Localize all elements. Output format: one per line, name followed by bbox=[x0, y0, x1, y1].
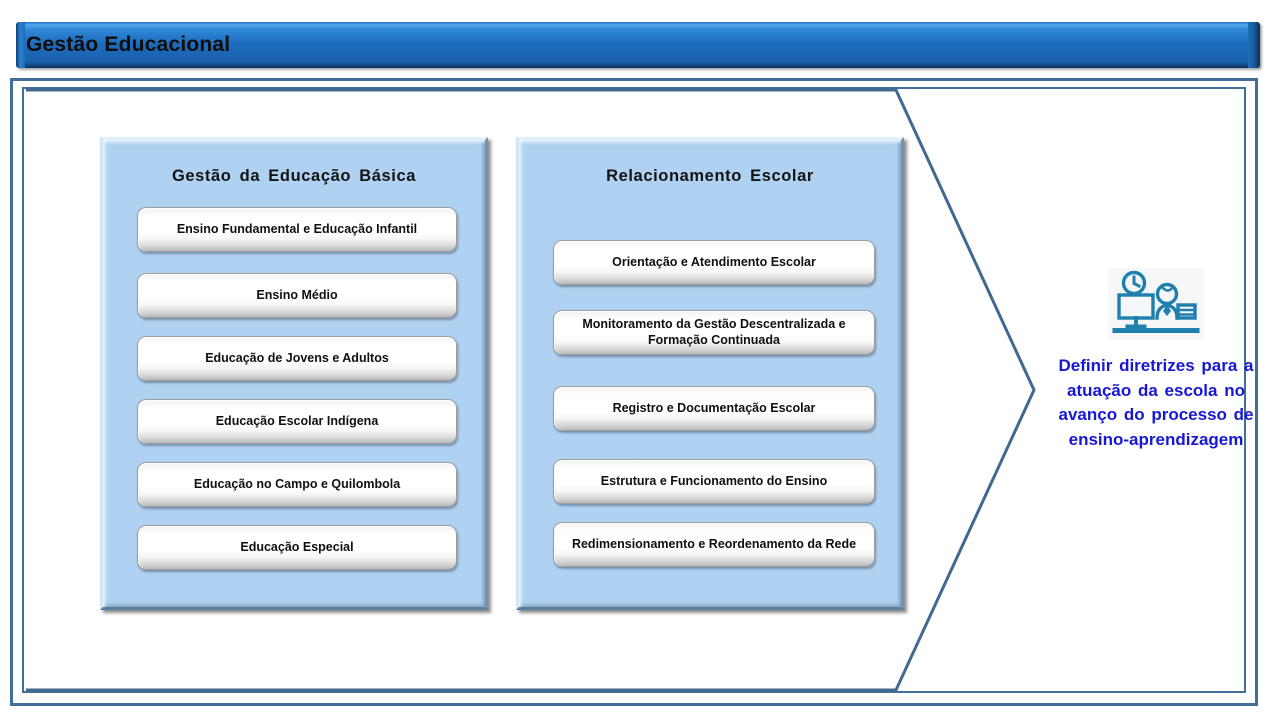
callout-text: Definir diretrizes para a atuação da esc… bbox=[1058, 356, 1254, 449]
page-title: Gestão Educacional bbox=[26, 33, 231, 56]
item-estrutura-e-funcionamento-do-ensino[interactable]: Estrutura e Funcionamento do Ensino bbox=[553, 459, 875, 504]
item-educacao-de-jovens-e-adultos[interactable]: Educação de Jovens e Adultos bbox=[137, 336, 457, 381]
item-orientacao-e-atendimento-escolar[interactable]: Orientação e Atendimento Escolar bbox=[553, 240, 875, 285]
panel-gestao-educacao-basica: Gestão da Educação Básica Ensino Fundame… bbox=[100, 137, 488, 610]
item-ensino-medio[interactable]: Ensino Médio bbox=[137, 273, 457, 318]
item-monitoramento-gestao-descentralizada[interactable]: Monitoramento da Gestão Descentralizada … bbox=[553, 310, 875, 355]
item-educacao-escolar-indigena[interactable]: Educação Escolar Indígena bbox=[137, 399, 457, 444]
item-registro-e-documentacao-escolar[interactable]: Registro e Documentação Escolar bbox=[553, 386, 875, 431]
item-educacao-especial[interactable]: Educação Especial bbox=[137, 525, 457, 570]
panel-relacionamento-escolar: Relacionamento Escolar Orientação e Aten… bbox=[516, 137, 904, 610]
panel-title-relacionamento-escolar: Relacionamento Escolar bbox=[606, 167, 814, 185]
panel-title-gestao-educacao-basica: Gestão da Educação Básica bbox=[171, 167, 417, 185]
callout-block: Definir diretrizes para a atuação da esc… bbox=[1058, 268, 1254, 453]
person-at-desk-with-clock-icon bbox=[1108, 268, 1204, 340]
item-ensino-fundamental-e-educacao-infantil[interactable]: Ensino Fundamental e Educação Infantil bbox=[137, 207, 457, 252]
item-redimensionamento-e-reordenamento[interactable]: Redimensionamento e Reordenamento da Red… bbox=[553, 522, 875, 567]
inner-frame bbox=[22, 87, 1246, 693]
item-educacao-no-campo-e-quilombola[interactable]: Educação no Campo e Quilombola bbox=[137, 462, 457, 507]
title-bar: Gestão Educacional bbox=[16, 22, 1260, 68]
